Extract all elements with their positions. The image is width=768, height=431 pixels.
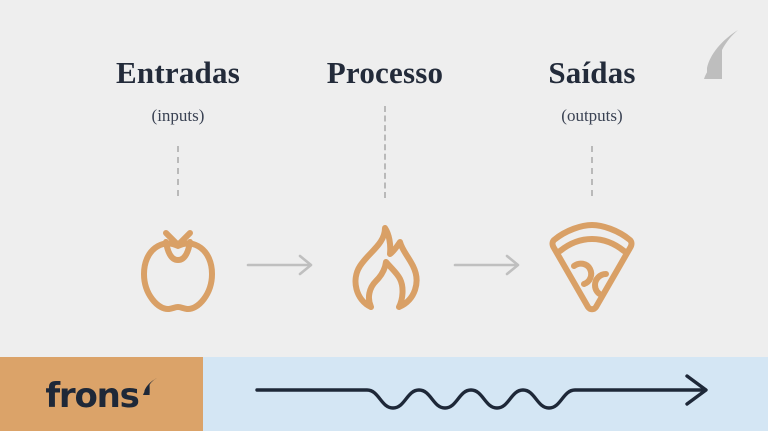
stage-column-outputs: Saídas (outputs) (487, 0, 697, 357)
tomato-icon (73, 218, 283, 318)
pizza-slice-icon (487, 218, 697, 318)
brand-block: frons (0, 357, 203, 431)
dashed-connector (384, 106, 386, 198)
stage-column-inputs: Entradas (inputs) (73, 0, 283, 357)
stage-title: Processo (326, 55, 444, 90)
stage-title: Saídas (548, 55, 636, 90)
flame-icon (280, 218, 490, 318)
stage-title: Entradas (116, 55, 240, 90)
wavy-to-straight-arrow-icon (255, 369, 745, 424)
brand-lockup: frons (45, 376, 158, 416)
frons-leaf-mark-icon (141, 377, 158, 401)
footer-bar: frons (0, 357, 768, 431)
brand-wordmark: frons (45, 376, 140, 416)
stage-subtitle: (outputs) (561, 106, 623, 125)
stage-subtitle: (inputs) (151, 106, 205, 125)
stage-column-process: Processo (280, 0, 490, 357)
wave-block (203, 357, 768, 431)
arrow-right-icon (246, 252, 318, 278)
dashed-connector (591, 146, 593, 196)
frons-leaf-mark-icon (698, 28, 746, 80)
arrow-right-icon (453, 252, 525, 278)
dashed-connector (177, 146, 179, 196)
